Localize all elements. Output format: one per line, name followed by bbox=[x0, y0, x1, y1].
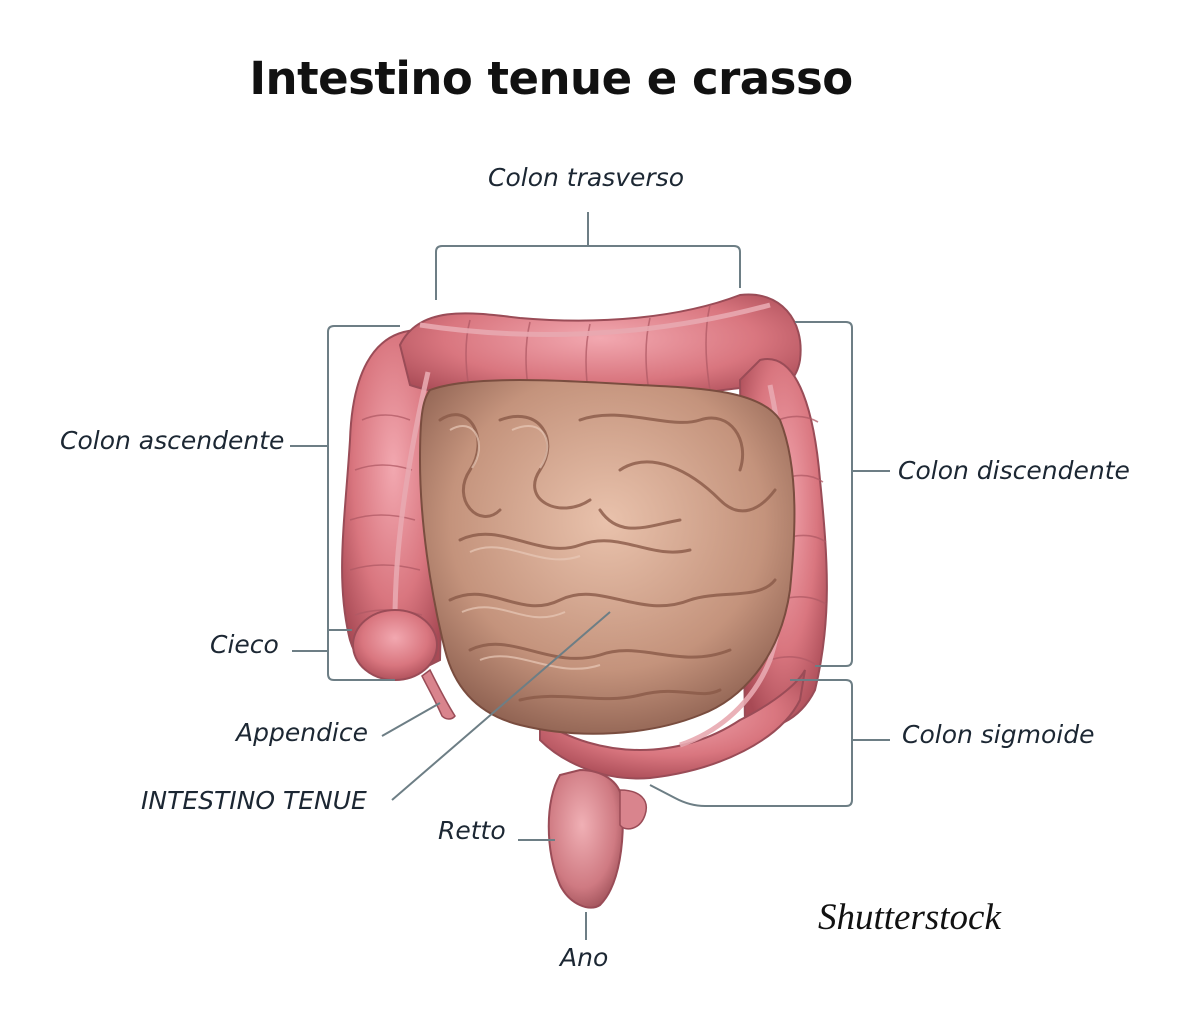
watermark: Shutterstock bbox=[818, 897, 1001, 938]
rectum-shape bbox=[547, 768, 647, 909]
leader-lines bbox=[290, 212, 890, 940]
label-intestino-tenue: INTESTINO TENUE bbox=[141, 786, 367, 815]
label-retto: Retto bbox=[438, 816, 506, 845]
label-colon-discendente: Colon discendente bbox=[898, 456, 1130, 485]
label-colon-trasverso: Colon trasverso bbox=[488, 163, 684, 192]
label-ano: Ano bbox=[560, 943, 609, 972]
label-appendice: Appendice bbox=[236, 718, 369, 747]
label-cieco: Cieco bbox=[210, 630, 279, 659]
page-title: Intestino tenue e crasso bbox=[249, 52, 853, 105]
label-colon-ascendente: Colon ascendente bbox=[60, 426, 285, 455]
small-intestine-shape bbox=[418, 379, 796, 735]
label-colon-sigmoide: Colon sigmoide bbox=[902, 720, 1095, 749]
